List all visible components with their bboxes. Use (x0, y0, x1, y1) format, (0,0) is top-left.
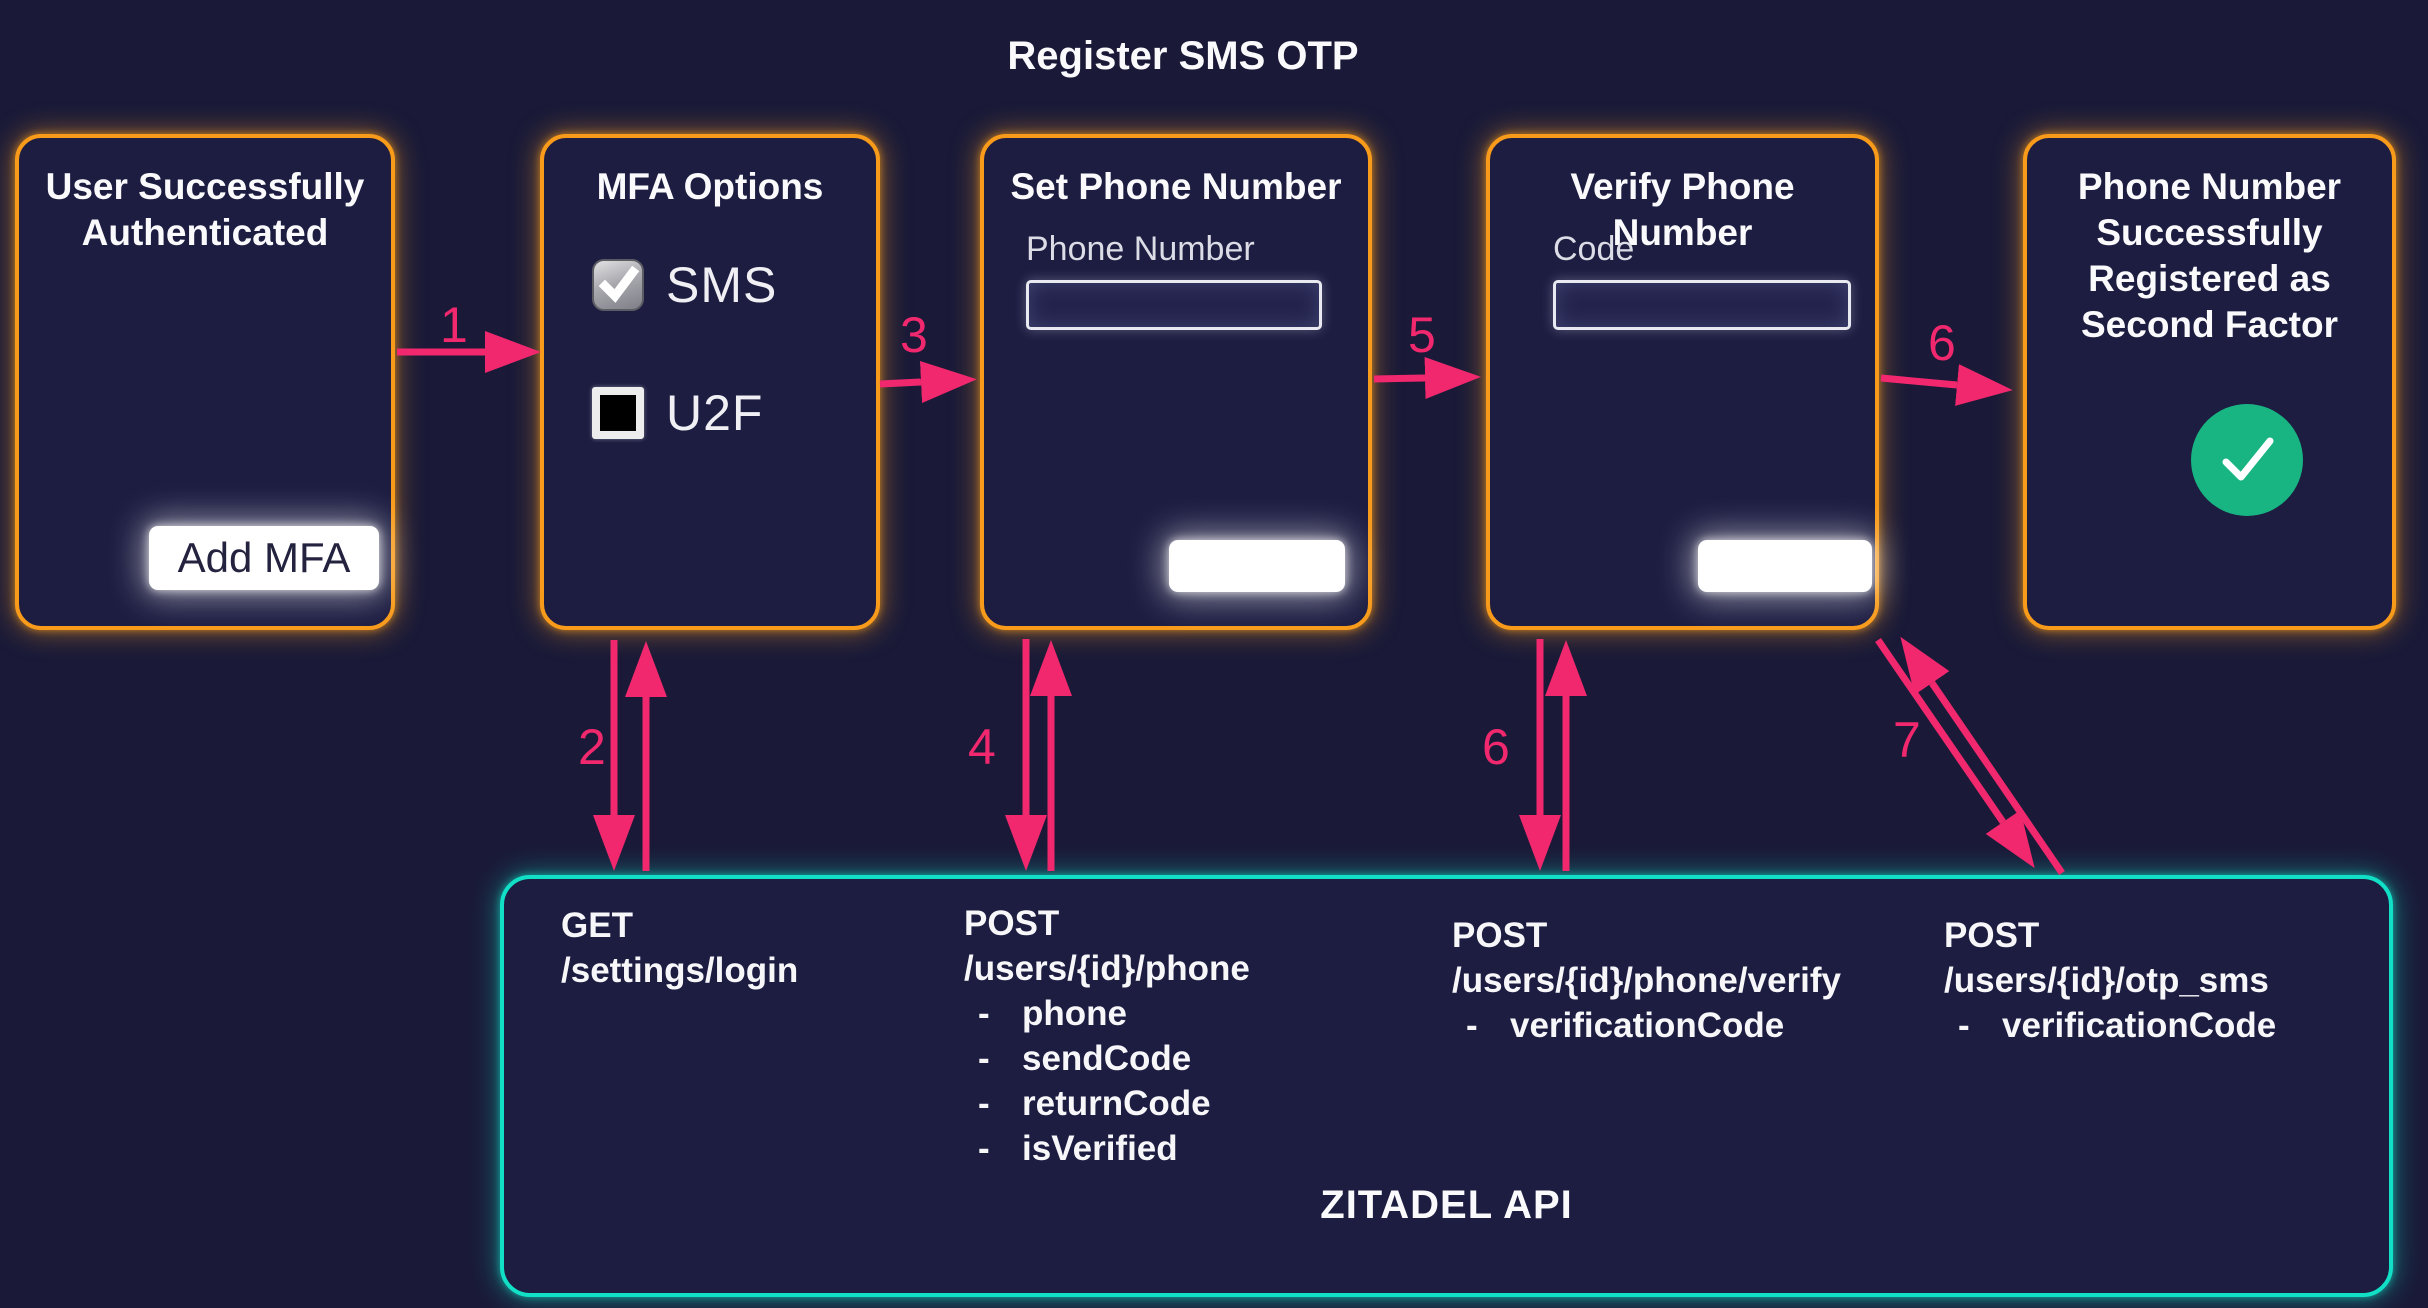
endpoint-method: POST (1944, 916, 2040, 955)
arrow-label-6-bottom: 6 (1482, 719, 1510, 775)
endpoint-param: returnCode (964, 1081, 1250, 1126)
endpoint-otp-sms: POST /users/{id}/otp_sms verificationCod… (1944, 913, 2276, 1048)
arrow-label-6-top: 6 (1928, 315, 1956, 371)
add-mfa-button[interactable]: Add MFA (149, 526, 379, 590)
mfa-option-u2f[interactable]: U2F (592, 384, 763, 442)
endpoint-settings-login: GET /settings/login (561, 903, 798, 993)
node-title: Set Phone Number (1010, 166, 1342, 207)
phone-number-input[interactable] (1026, 280, 1322, 330)
endpoint-users-phone: POST /users/{id}/phone phone sendCode re… (964, 901, 1250, 1171)
node-set-phone: Set Phone Number Phone Number (980, 134, 1372, 630)
endpoint-param: isVerified (964, 1126, 1250, 1171)
check-icon (598, 265, 640, 303)
endpoint-phone-verify: POST /users/{id}/phone/verify verificati… (1452, 913, 1841, 1048)
node-title: User Successfully Authenticated (45, 166, 365, 253)
page-title: Register SMS OTP (1007, 34, 1359, 78)
endpoint-path: /users/{id}/phone (964, 949, 1250, 988)
arrow-step6-top (1880, 364, 2013, 406)
endpoint-method: POST (964, 904, 1060, 943)
arrow-label-4: 4 (968, 719, 996, 775)
phone-number-label: Phone Number (1026, 230, 1255, 268)
zitadel-api-box: GET /settings/login POST /users/{id}/pho… (500, 875, 2393, 1297)
node-user-authenticated: User Successfully Authenticated Add MFA (15, 134, 395, 630)
arrow-label-7: 7 (1893, 712, 1921, 768)
endpoint-param: sendCode (964, 1036, 1250, 1081)
success-check-icon (2191, 404, 2303, 516)
arrow-step7-up (1900, 636, 2065, 875)
mfa-option-sms[interactable]: SMS (592, 256, 777, 314)
arrow-label-3: 3 (900, 307, 928, 363)
arrow-step5 (1373, 357, 1481, 399)
endpoint-method: GET (561, 906, 633, 945)
arrow-label-1: 1 (440, 297, 468, 353)
check-icon (2222, 437, 2274, 481)
endpoint-param: phone (964, 991, 1250, 1036)
mfa-option-label: U2F (666, 385, 764, 441)
checkbox-unchecked-icon[interactable] (592, 387, 644, 439)
code-label: Code (1553, 230, 1635, 268)
node-title: Verify Phone Number (1570, 166, 1795, 253)
arrow-label-5: 5 (1408, 307, 1436, 363)
endpoint-path: /users/{id}/phone/verify (1452, 961, 1842, 1000)
endpoint-path: /settings/login (561, 951, 799, 990)
node-phone-registered: Phone Number Successfully Registered as … (2023, 134, 2396, 630)
arrow-step3 (879, 361, 977, 403)
endpoint-path: /users/{id}/otp_sms (1944, 961, 2269, 1000)
set-phone-submit-button[interactable] (1169, 540, 1345, 592)
node-mfa-options: MFA Options SMS U2F (540, 134, 880, 630)
checkbox-checked-icon[interactable] (592, 259, 644, 311)
endpoint-param: verificationCode (1944, 1003, 2276, 1048)
node-title: Phone Number Successfully Registered as … (2077, 166, 2342, 345)
endpoint-param: verificationCode (1452, 1003, 1841, 1048)
arrow-label-2: 2 (578, 719, 606, 775)
node-verify-phone: Verify Phone Number Code (1486, 134, 1879, 630)
api-box-title: ZITADEL API (1320, 1183, 1573, 1227)
mfa-option-label: SMS (666, 257, 778, 313)
code-input[interactable] (1553, 280, 1851, 330)
node-title: MFA Options (596, 166, 824, 207)
endpoint-method: POST (1452, 916, 1548, 955)
verify-phone-submit-button[interactable] (1698, 540, 1872, 592)
